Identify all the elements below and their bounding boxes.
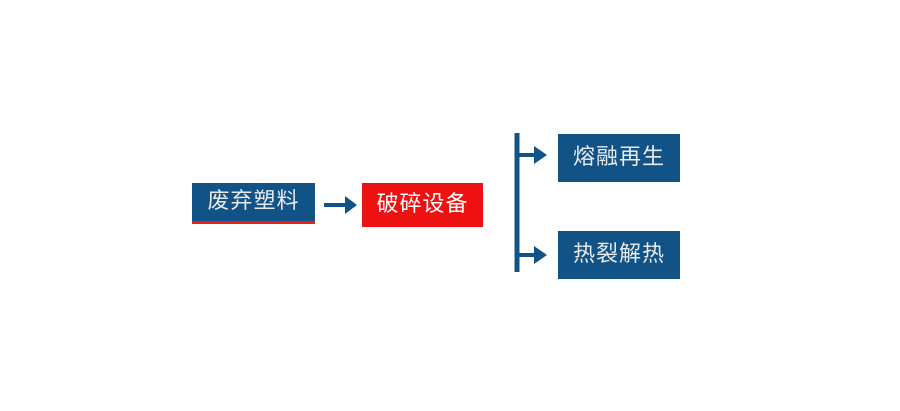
node-pyrolysis[interactable]: 热裂解热	[558, 231, 680, 279]
node-waste-plastic-label: 废弃塑料	[207, 189, 300, 214]
node-melt-regeneration[interactable]: 熔融再生	[558, 134, 680, 182]
node-pyrolysis-label: 热裂解热	[572, 242, 665, 267]
node-crusher-equipment-label: 破碎设备	[376, 192, 469, 217]
node-crusher-equipment[interactable]: 破碎设备	[362, 183, 483, 227]
node-waste-plastic[interactable]: 废弃塑料	[192, 183, 315, 224]
node-melt-regeneration-label: 熔融再生	[572, 145, 665, 170]
